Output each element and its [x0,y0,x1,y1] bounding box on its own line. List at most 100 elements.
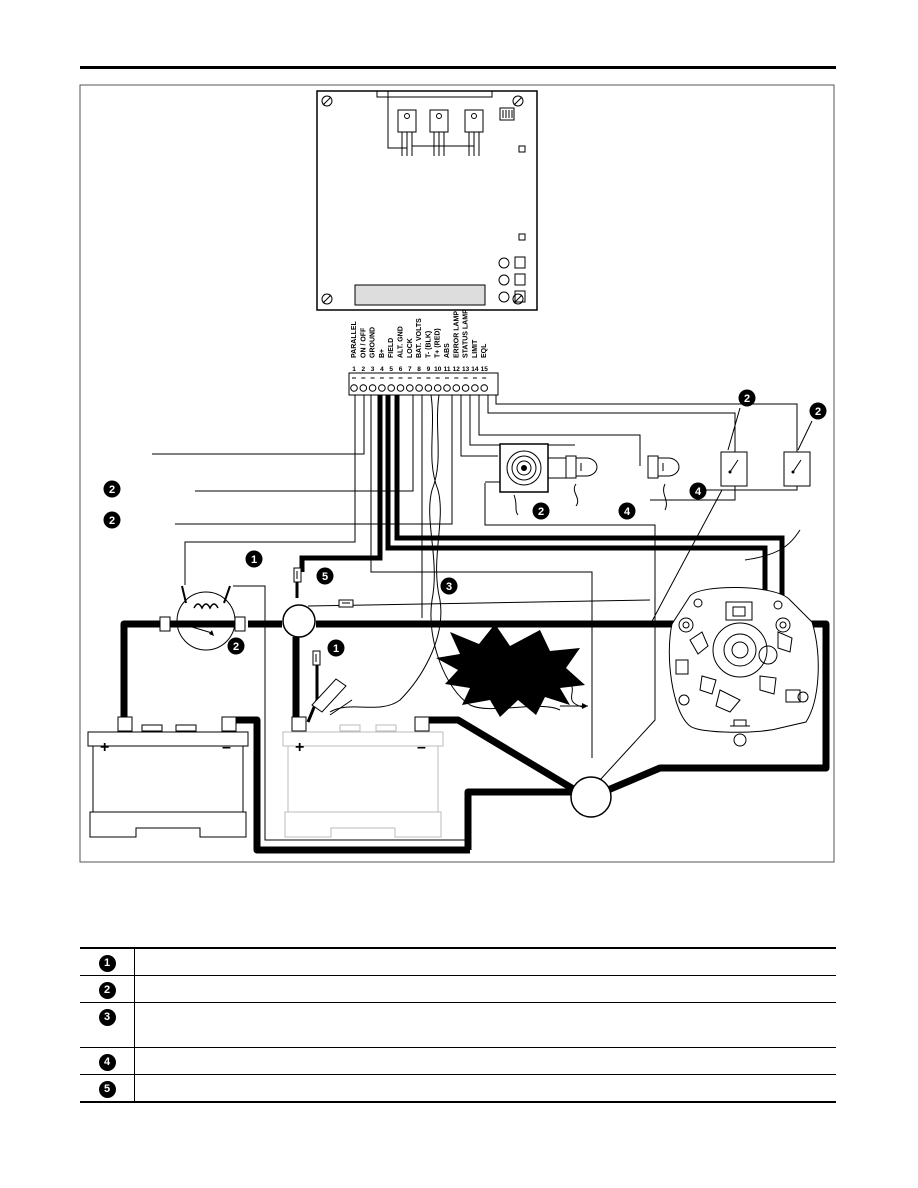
terminal-label: B+ [379,349,386,358]
terminal-number: 5 [389,366,393,373]
alarm-buzzer [499,443,566,493]
legend-row: 2 [80,975,836,1003]
fuse [312,650,321,666]
terminal-label: T+ (RED) [435,328,442,358]
battery-left: + – [87,716,249,838]
legend-table: 1 2 3 4 5 [80,947,836,1103]
terminal-screw [424,384,433,392]
terminal-screw [480,384,489,392]
legend-text [134,975,836,1003]
error-lamp [647,455,680,479]
terminal-label: PARALLEL [351,320,358,358]
indicator-led [498,257,510,269]
junction-b-plus [282,604,316,638]
svg-text:2: 2 [109,515,115,527]
terminal-label: STATUS LAMP [463,309,470,358]
power-transistor [397,109,417,156]
terminal-label: FIELD [388,338,395,358]
terminal-label: BAT. VOLTS [416,318,423,358]
terminal-number: 4 [380,366,384,373]
power-transistor [429,109,449,156]
terminal-screw [378,384,386,392]
terminal-label: ERROR LAMP [453,311,460,358]
battery-minus-sign: – [222,739,231,756]
junction-ground [570,776,612,818]
terminal-screw [406,384,414,392]
svg-text:2: 2 [233,641,239,653]
terminal-number: 11 [444,366,451,373]
svg-text:4: 4 [695,486,702,498]
callout-2: 2 [103,511,121,529]
callout-1: 1 [327,639,345,657]
svg-text:5: 5 [322,571,328,583]
indicator-led [498,274,510,286]
callout-5: 5 [316,567,334,585]
legend-number: 1 [98,954,116,972]
terminal-number: 8 [417,366,421,373]
terminal-number: 14 [471,366,479,373]
terminal-label: ON / OFF [360,327,367,358]
power-transistor [464,109,484,156]
terminal-screw [359,384,368,392]
regulator-board [316,90,538,311]
terminal-number: 12 [453,366,461,373]
terminal-number: 7 [408,366,412,373]
terminal-number: 9 [427,366,431,373]
callout-2: 2 [809,402,827,420]
terminal-screw [433,384,442,392]
terminal-number: 3 [371,366,375,373]
fuse [338,599,354,608]
shunt [159,585,246,651]
terminal-screw [387,384,396,392]
terminal-screw [443,384,451,392]
terminal-screw [471,384,479,392]
legend-text [135,948,837,976]
signal-wires [152,394,801,841]
terminal-screw [368,384,377,392]
terminal-screw [415,384,423,392]
callout-4: 4 [618,502,636,520]
fuse [293,567,302,583]
battery-right: + – [282,716,444,838]
terminal-label: EQL [481,343,488,358]
callout-2: 2 [103,480,121,498]
terminal-label: ALT. GND [398,326,405,358]
callout-2: 2 [532,502,550,520]
legend-number: 4 [98,1053,116,1071]
terminal-screw [461,384,470,392]
terminal-number: 13 [462,366,470,373]
indicator-led [498,291,510,303]
svg-text:4: 4 [624,506,631,518]
legend-text [134,1047,836,1075]
alternator [668,586,819,747]
terminal-label: T- (BLK) [425,331,432,358]
top-rule [80,66,836,69]
legend-row: 5 [80,1074,836,1102]
callout-2: 2 [738,389,756,407]
legend-row: 1 [80,948,836,976]
terminal-label: ABS [444,343,451,358]
svg-text:2: 2 [538,506,544,518]
legend-number: 5 [98,1080,116,1098]
svg-text:1: 1 [251,554,257,566]
board-terminal-strip [354,284,486,306]
legend-number: 2 [98,981,116,999]
terminal-label: GROUND [370,327,377,358]
terminal-label: LIMIT [472,339,479,358]
legend-text [134,1074,836,1102]
terminal-number: 10 [434,366,442,373]
callout-3: 3 [440,577,458,595]
status-lamp [565,455,598,479]
callouts: 1 1 2 2 2 2 2 2 3 4 4 5 [103,389,827,657]
svg-text:3: 3 [446,581,452,593]
legend-row: 4 [80,1047,836,1075]
svg-text:1: 1 [333,643,339,655]
legend-row: 3 [80,1002,836,1048]
diagram-frame [79,84,835,863]
legend-number: 3 [98,1009,116,1026]
terminal-number: 1 [352,366,356,373]
terminal-number: 15 [481,366,489,373]
